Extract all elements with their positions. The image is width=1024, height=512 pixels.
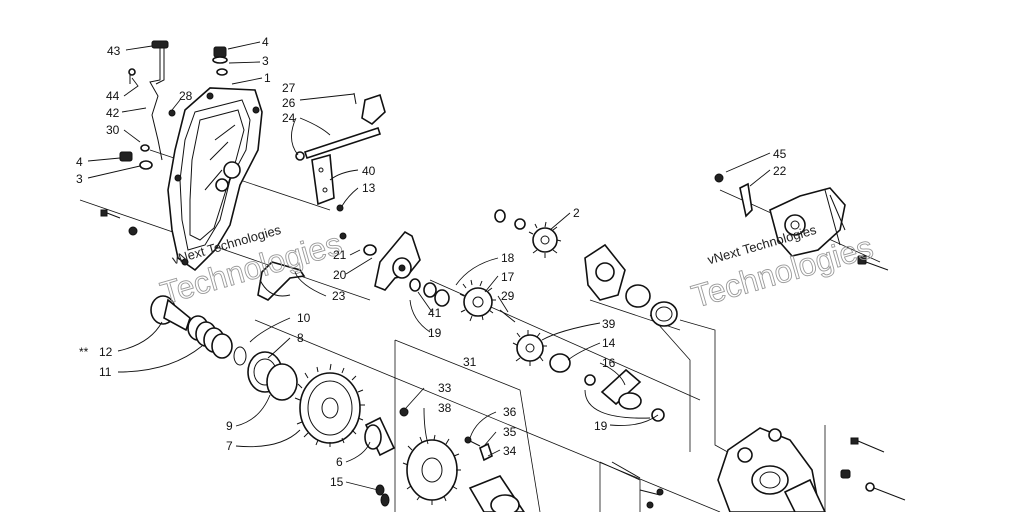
callout-21: 21 bbox=[333, 248, 347, 262]
large-sprocket-7 bbox=[294, 363, 365, 447]
callout-4-top: 4 bbox=[262, 35, 269, 49]
callout-34: 34 bbox=[503, 444, 517, 458]
callout-28: 28 bbox=[179, 89, 193, 103]
callout-19-upper: 19 bbox=[428, 326, 442, 340]
callout-2: 2 bbox=[573, 206, 580, 220]
lower-right-housing bbox=[717, 427, 826, 512]
callout-14: 14 bbox=[602, 336, 616, 350]
callout-6: 6 bbox=[336, 455, 343, 469]
bearing-housing-upper bbox=[584, 243, 678, 327]
upper-sprocket bbox=[494, 209, 562, 258]
callout-40: 40 bbox=[362, 164, 376, 178]
bolts-lower-left bbox=[100, 209, 138, 236]
callout-26: 26 bbox=[282, 96, 296, 110]
callout-12: 12 bbox=[99, 345, 113, 359]
callout-18: 18 bbox=[501, 251, 515, 265]
small-bolts-36-35-34 bbox=[464, 436, 493, 462]
bolt-28 bbox=[168, 109, 176, 117]
callout-4-left: 4 bbox=[76, 155, 83, 169]
cap-nut-top bbox=[212, 46, 228, 76]
callout-7: 7 bbox=[226, 439, 233, 453]
callout-8: 8 bbox=[297, 331, 304, 345]
callout-1: 1 bbox=[264, 71, 271, 85]
callout-30: 30 bbox=[106, 123, 120, 137]
callout-29: 29 bbox=[501, 289, 515, 303]
callout-44: 44 bbox=[106, 89, 120, 103]
callout-9: 9 bbox=[226, 419, 233, 433]
sprocket-38 bbox=[399, 407, 461, 505]
callout-3-left: 3 bbox=[76, 172, 83, 186]
callout-16: 16 bbox=[602, 356, 616, 370]
lower-right-bolts bbox=[611, 437, 906, 509]
gear-teeth-17 bbox=[459, 279, 496, 322]
callout-31: 31 bbox=[463, 355, 477, 369]
chaincase-cover bbox=[167, 87, 263, 272]
callout-38: 38 bbox=[438, 401, 452, 415]
callout-13: 13 bbox=[362, 181, 376, 195]
callout-42: 42 bbox=[106, 106, 120, 120]
drive-spring-assembly bbox=[150, 295, 298, 401]
callout-35: 35 bbox=[503, 425, 517, 439]
brake-bracket bbox=[714, 173, 889, 271]
tensioner-shaft bbox=[295, 92, 386, 161]
callout-15: 15 bbox=[330, 475, 344, 489]
callout-labels: 43 4 3 1 44 42 28 30 4 3 27 26 24 40 13 … bbox=[76, 35, 787, 489]
tensioner-plate bbox=[311, 153, 344, 212]
callout-39: 39 bbox=[602, 317, 616, 331]
callout-12-prefix: ** bbox=[79, 345, 89, 359]
coil-spring-11 bbox=[187, 315, 233, 359]
leader-lines bbox=[87, 41, 771, 491]
callout-20: 20 bbox=[333, 268, 347, 282]
callout-22: 22 bbox=[773, 164, 787, 178]
callout-23: 23 bbox=[332, 289, 346, 303]
callout-36: 36 bbox=[503, 405, 517, 419]
callout-3-top: 3 bbox=[262, 54, 269, 68]
idler-assembly bbox=[392, 257, 516, 323]
callout-41: 41 bbox=[428, 306, 442, 320]
callout-27: 27 bbox=[282, 81, 296, 95]
callout-33: 33 bbox=[438, 381, 452, 395]
callout-10: 10 bbox=[297, 311, 311, 325]
lower-gear-group bbox=[512, 330, 665, 422]
callout-24: 24 bbox=[282, 111, 296, 125]
nut-washer-left bbox=[119, 144, 153, 170]
callout-45: 45 bbox=[773, 147, 787, 161]
callout-17: 17 bbox=[501, 270, 515, 284]
callout-11: 11 bbox=[99, 365, 112, 379]
callout-19-lower: 19 bbox=[594, 419, 608, 433]
lower-hub bbox=[375, 475, 525, 512]
dipstick bbox=[128, 40, 169, 161]
gear-6 bbox=[364, 416, 396, 457]
callout-43: 43 bbox=[107, 44, 121, 58]
